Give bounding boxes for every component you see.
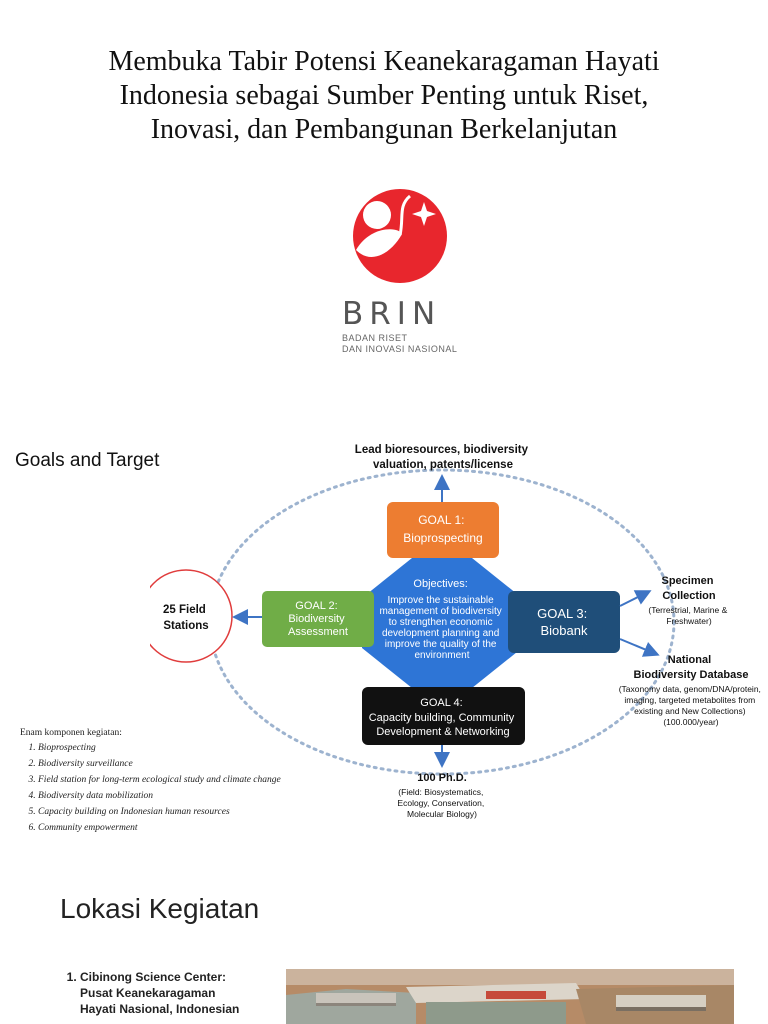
brin-subtitle-line: DAN INOVASI NASIONAL [342,344,457,355]
lokasi-line: Cibinong Science Center: [80,969,239,985]
field-stations-circle [150,570,232,662]
component-item: Field station for long-term ecological s… [38,775,281,785]
arrow-to-database [620,639,656,654]
goal3-title: GOAL 3: [537,606,587,621]
component-item: Biodiversity surveillance [38,759,281,769]
database-detail-line: (100.000/year) [663,717,718,727]
components-heading: Enam komponen kegiatan: [20,728,281,738]
title-line: Inovasi, dan Pembangunan Berkelanjutan [40,113,728,147]
top-target-line: Lead bioresources, biodiversity [355,444,529,456]
database-detail-line: existing and New Collections) [634,706,746,716]
goal2-title: GOAL 2: [295,600,337,612]
objectives-line: management of biodiversity [379,606,501,617]
phd-title: 100 Ph.D. [417,772,467,784]
building-model-photo [286,969,734,1024]
lokasi-title: Lokasi Kegiatan [60,893,259,925]
arrow-to-specimen [620,592,648,606]
svg-text:National Biodiversity Data: National Biodiversity Database [634,654,749,681]
title-line: Membuka Tabir Potensi Keanekaragaman Hay… [40,45,728,79]
goal4-subtitle-line: Capacity building, Community [369,712,515,724]
phd-detail-line: Ecology, Conservation, [397,798,484,808]
svg-text:(Terrestrial, Marine & Fre: (Terrestrial, Marine & Freshwater) [648,605,729,626]
svg-text:(Field: Biosystematics, Ec: (Field: Biosystematics, Ecology, Conserv… [397,787,486,819]
specimen-detail-line: (Terrestrial, Marine & [648,605,727,615]
svg-text:Lead bioresources, biodiversit: Lead bioresources, biodiversity valuatio… [355,444,531,471]
lokasi-list: Cibinong Science Center: Pusat Keanekara… [60,969,239,1017]
database-detail-line: imaging, targeted metabolites from [624,695,755,705]
goal1-title: GOAL 1: [418,513,464,527]
svg-text:GOAL 2: Biodiversity A: GOAL 2: Biodiversity Assessment [288,600,348,638]
objectives-line: to strengthen economic [389,617,493,628]
objectives-line: development planning and [382,628,499,639]
field-stations-line: 25 Field [163,604,206,616]
slide-title: Membuka Tabir Potensi Keanekaragaman Hay… [40,45,728,147]
objectives-line: Improve the sustainable [388,595,495,606]
lokasi-item: Cibinong Science Center: Pusat Keanekara… [80,969,239,1017]
database-title-line: Biodiversity Database [634,669,749,681]
objectives-title: Objectives: [413,578,467,590]
component-item: Capacity building on Indonesian human re… [38,807,281,817]
database-title-line: National [668,654,711,666]
top-target-line: valuation, patents/license [373,459,513,471]
goal1-subtitle: Bioprospecting [403,531,482,545]
objectives-line: improve the quality of the [385,639,497,650]
goal2-subtitle-line: Biodiversity [288,613,345,625]
goal3-subtitle: Biobank [541,623,588,638]
specimen-title-line: Collection [662,590,715,602]
component-item: Bioprospecting [38,743,281,753]
goal4-subtitle-line: Development & Networking [376,726,509,738]
components-list: Enam komponen kegiatan: Bioprospecting B… [20,728,281,839]
objectives-line: environment [414,650,469,661]
svg-text:(Taxonomy data, genom/DNA/prot: (Taxonomy data, genom/DNA/protein, imagi… [619,684,764,727]
specimen-detail-line: Freshwater) [666,616,712,626]
lokasi-line: Pusat Keanekaragaman [80,985,239,1001]
phd-detail-line: Molecular Biology) [407,809,477,819]
goal3-box [508,591,620,653]
brin-wordmark: BRIN [342,296,441,332]
goal2-subtitle-line: Assessment [288,626,348,638]
goals-heading: Goals and Target [15,450,159,472]
field-stations-line: Stations [163,620,208,632]
database-detail-line: (Taxonomy data, genom/DNA/protein, [619,684,761,694]
title-line: Indonesia sebagai Sumber Penting untuk R… [40,79,728,113]
component-item: Community empowerment [38,823,281,833]
brin-logo-icon [352,188,448,284]
lokasi-line: Hayati Nasional, Indonesian [80,1001,239,1017]
brin-subtitle-line: BADAN RISET [342,333,457,344]
goal4-title: GOAL 4: [420,697,462,709]
goal1-box [387,502,499,558]
phd-detail-line: (Field: Biosystematics, [398,787,483,797]
component-item: Biodiversity data mobilization [38,791,281,801]
specimen-title-line: Specimen [661,575,713,587]
brin-subtitle: BADAN RISET DAN INOVASI NASIONAL [342,333,457,355]
